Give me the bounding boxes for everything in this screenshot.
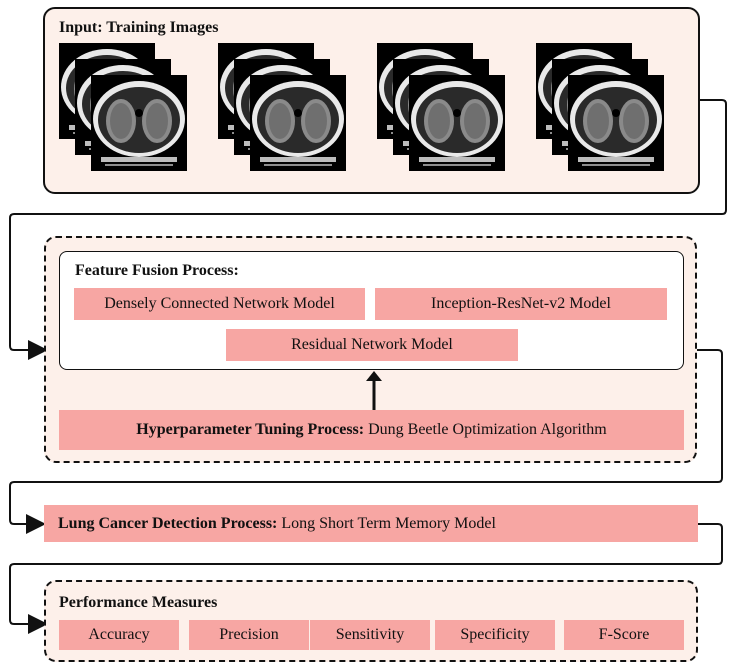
- feature-fusion-box: Feature Fusion Process: Densely Connecte…: [59, 251, 684, 370]
- ct-scan-slice: [409, 75, 505, 171]
- inception-resnet-model-box: Inception-ResNet-v2 Model: [375, 288, 667, 320]
- metric-precision: Precision: [189, 620, 309, 650]
- ct-image-stack: [536, 43, 664, 179]
- tuning-label: Hyperparameter Tuning Process:: [136, 421, 365, 438]
- tuning-value: Dung Beetle Optimization Algorithm: [368, 421, 607, 438]
- hyperparameter-tuning-box: Hyperparameter Tuning Process: Dung Beet…: [59, 410, 684, 450]
- detection-label: Lung Cancer Detection Process:: [58, 514, 278, 532]
- ct-scan-slice: [91, 75, 187, 171]
- performance-title: Performance Measures: [59, 594, 218, 611]
- ct-image-stack: [59, 43, 187, 179]
- ct-image-stack: [218, 43, 346, 179]
- detection-value: Long Short Term Memory Model: [281, 514, 496, 532]
- ct-scan-slice: [250, 75, 346, 171]
- connector-detection-to-performance: [9, 523, 723, 634]
- resnet-model-box: Residual Network Model: [226, 329, 518, 361]
- tuning-to-fusion-arrow: [366, 371, 382, 411]
- input-panel: Input: Training Images: [43, 7, 700, 194]
- fusion-title: Feature Fusion Process:: [75, 262, 239, 279]
- metric-sensitivity: Sensitivity: [310, 620, 430, 650]
- performance-panel: Performance Measures Accuracy Precision …: [44, 580, 698, 662]
- metric-specificity: Specificity: [435, 620, 555, 650]
- ct-scan-slice: [568, 75, 664, 171]
- connector-input-to-fusion: [9, 99, 727, 360]
- fusion-panel: Feature Fusion Process: Densely Connecte…: [44, 236, 697, 463]
- input-title: Input: Training Images: [59, 19, 219, 36]
- connector-fusion-to-detection: [9, 349, 723, 534]
- lung-cancer-detection-box: Lung Cancer Detection Process: Long Shor…: [44, 505, 698, 542]
- metric-f-score: F-Score: [564, 620, 684, 650]
- densenet-model-box: Densely Connected Network Model: [74, 288, 365, 320]
- metric-accuracy: Accuracy: [59, 620, 179, 650]
- ct-image-stack: [377, 43, 505, 179]
